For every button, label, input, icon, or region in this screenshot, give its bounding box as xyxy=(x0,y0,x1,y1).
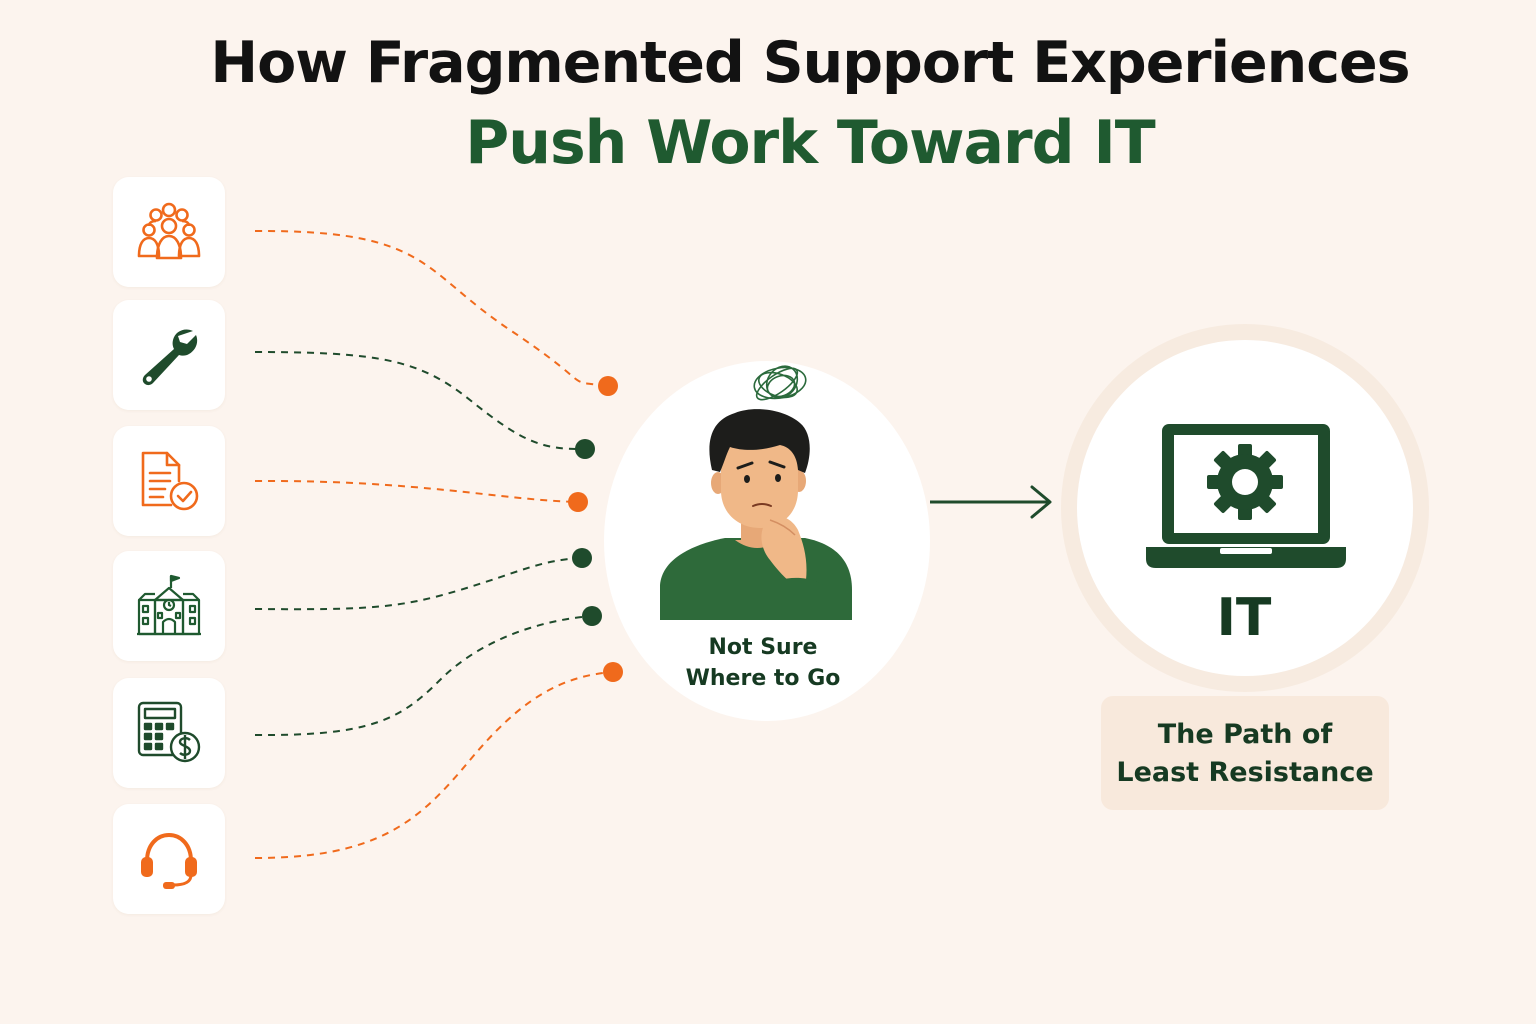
person-label-line-1: Not Sure xyxy=(708,635,818,660)
title-line-2: Push Work Toward IT xyxy=(465,108,1155,178)
connector-line-1 xyxy=(254,229,609,387)
connector-line-3 xyxy=(254,479,579,503)
person-label: Not Sure Where to Go xyxy=(657,632,869,694)
connector-line-5 xyxy=(254,615,593,737)
path-label-box: The Path of Least Resistance xyxy=(1101,696,1389,810)
connector-line-4 xyxy=(254,557,583,611)
connector-dot-1 xyxy=(598,376,618,396)
connector-line-2 xyxy=(254,351,586,451)
wrench-icon xyxy=(142,329,198,386)
confusion-scribble-icon xyxy=(753,365,807,401)
path-label-line-1: The Path of xyxy=(1157,719,1333,750)
connector-dot-5 xyxy=(582,606,602,626)
source-card-school[interactable] xyxy=(113,551,225,661)
headset-icon xyxy=(141,832,197,889)
connector-dot-6 xyxy=(603,662,623,682)
source-card-people[interactable] xyxy=(113,177,225,287)
connector-dot-4 xyxy=(572,548,592,568)
connector-dot-2 xyxy=(575,439,595,459)
it-hub-label: IT xyxy=(1216,588,1272,648)
document-check-icon xyxy=(141,451,199,511)
source-card-support[interactable] xyxy=(113,804,225,914)
arrow-right-icon xyxy=(930,485,1052,519)
school-building-icon xyxy=(137,574,201,636)
laptop-gear-icon xyxy=(1146,424,1346,568)
title-line-1: How Fragmented Support Experiences xyxy=(210,30,1410,96)
source-card-maintenance[interactable] xyxy=(113,300,225,410)
source-card-finance[interactable] xyxy=(113,678,225,788)
person-label-line-2: Where to Go xyxy=(685,666,841,691)
connector-dot-3 xyxy=(568,492,588,512)
thinking-person-icon xyxy=(660,409,852,620)
people-group-icon xyxy=(137,202,201,260)
calculator-dollar-icon xyxy=(137,701,201,763)
path-label-line-2: Least Resistance xyxy=(1116,757,1374,788)
source-card-document[interactable] xyxy=(113,426,225,536)
connector-line-6 xyxy=(254,671,614,859)
